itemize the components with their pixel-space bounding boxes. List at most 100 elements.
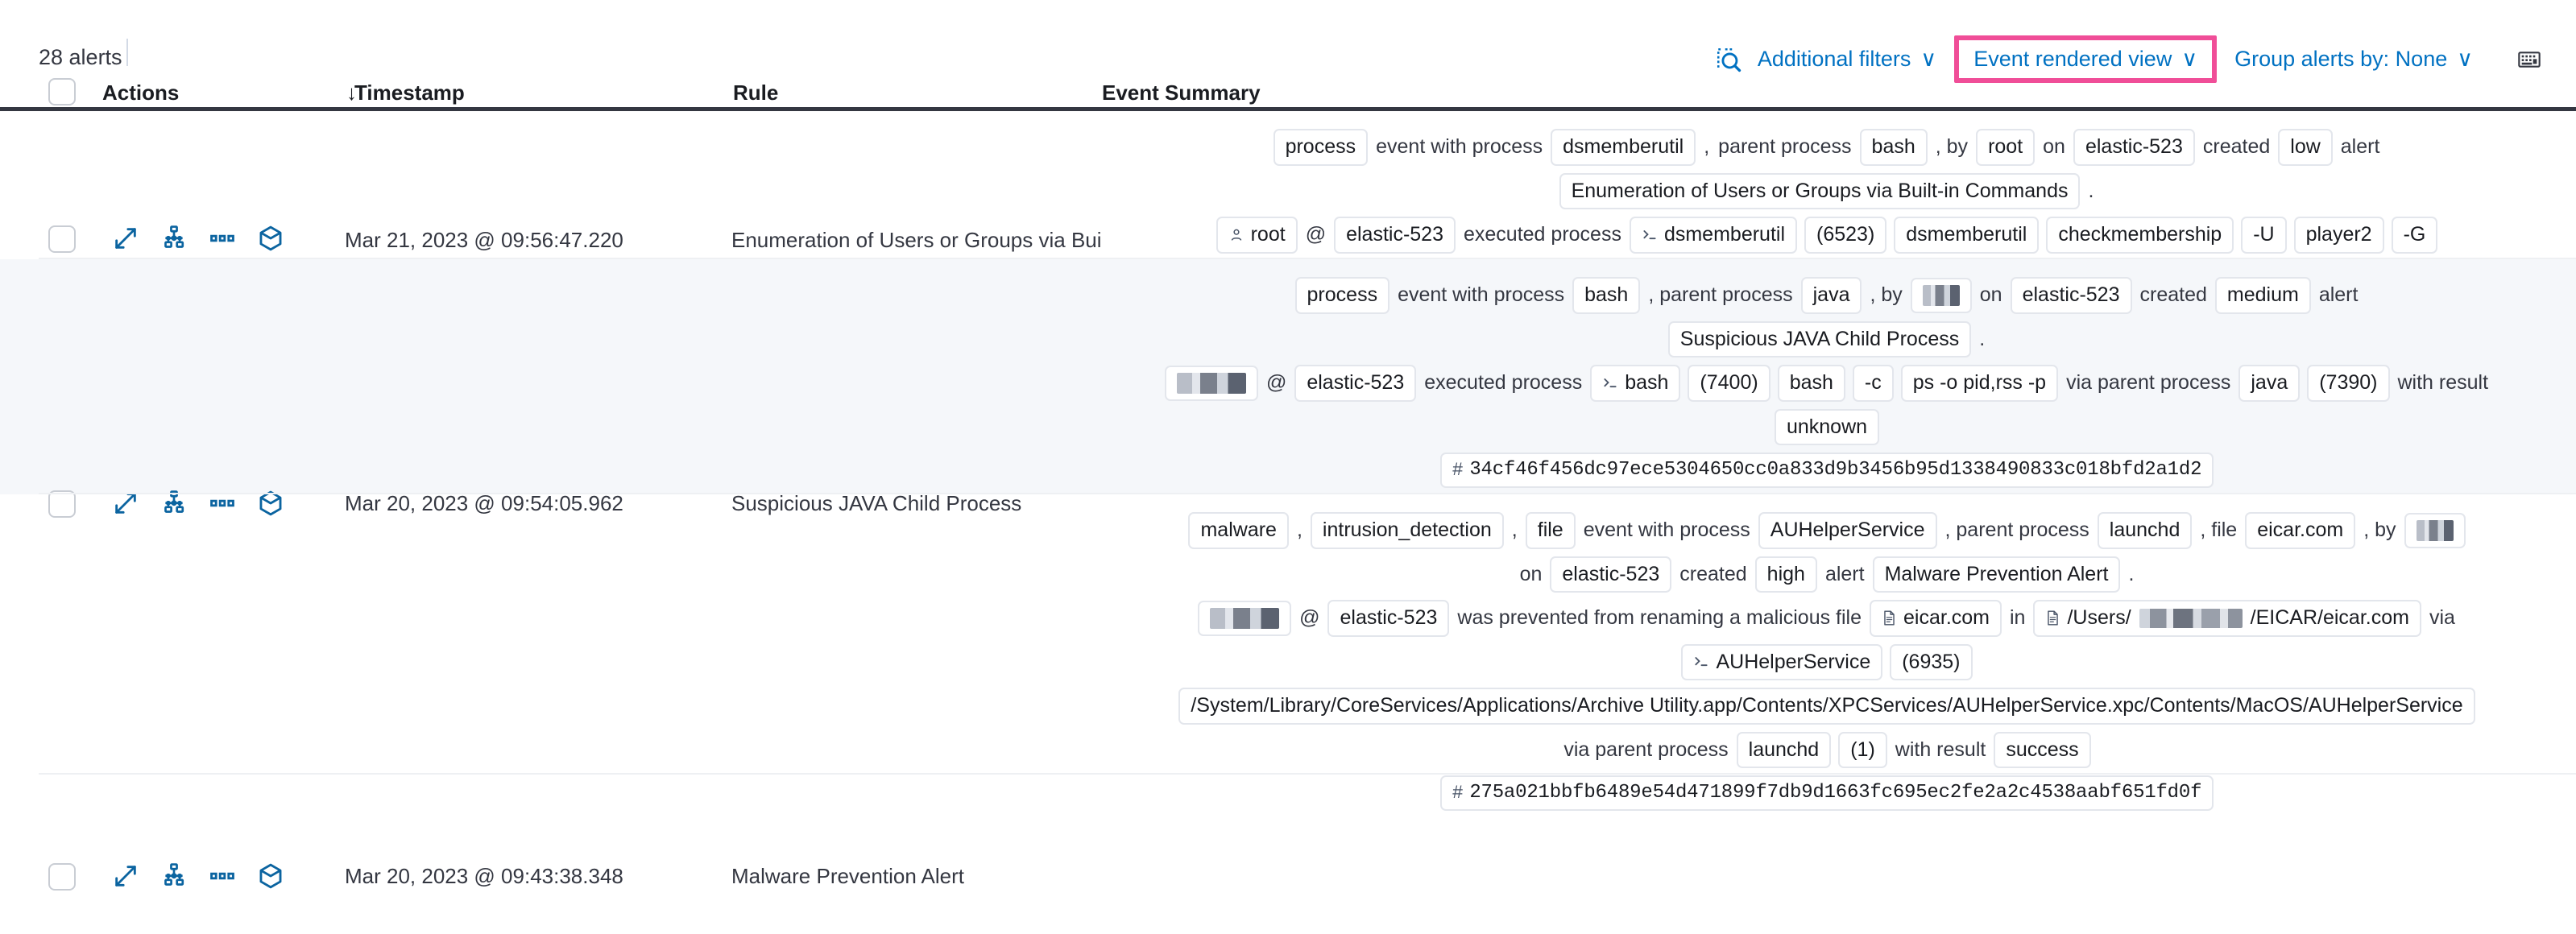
summary-chip[interactable]: player2 [2293, 217, 2384, 254]
redacted-value-chip[interactable] [1910, 277, 1972, 313]
summary-chip[interactable]: Suspicious JAVA Child Process [1667, 320, 1972, 357]
session-view-icon[interactable] [256, 489, 285, 518]
inspect-icon[interactable] [1713, 43, 1745, 76]
column-header-rule[interactable]: Rule [733, 81, 779, 105]
summary-chip[interactable]: unknown [1774, 408, 1880, 445]
chip-label: (1) [1850, 738, 1875, 761]
summary-chip[interactable]: (1) [1838, 731, 1887, 768]
summary-chip[interactable]: high [1754, 556, 1817, 593]
column-header-event-summary[interactable]: Event Summary [1102, 81, 1261, 105]
more-actions-icon[interactable] [208, 224, 237, 253]
summary-line: /System/Library/CoreServices/Application… [1087, 688, 2566, 725]
summary-chip[interactable]: -U [2241, 217, 2287, 254]
summary-chip[interactable]: low [2278, 129, 2333, 166]
summary-chip[interactable]: checkmembership [2046, 217, 2234, 254]
summary-chip[interactable]: root [1216, 217, 1298, 254]
chip-label-suffix: /EICAR/eicar.com [2250, 606, 2409, 629]
summary-chip[interactable]: launchd [2097, 512, 2193, 549]
summary-chip[interactable]: ps -o pid,rss -p [1900, 365, 2059, 402]
summary-chip[interactable]: dsmemberutil [1629, 217, 1798, 254]
more-actions-icon[interactable] [208, 489, 237, 518]
summary-chip[interactable]: -c [1852, 365, 1894, 402]
summary-chip[interactable]: elastic-523 [1334, 217, 1456, 254]
analyzer-icon[interactable] [159, 862, 188, 891]
cell-rule[interactable]: Suspicious JAVA Child Process [731, 491, 1022, 515]
cell-rule[interactable]: Malware Prevention Alert [731, 864, 965, 888]
summary-chip[interactable]: bash [1777, 365, 1845, 402]
chip-label: process [1307, 283, 1378, 306]
summary-chip[interactable]: malware [1188, 512, 1289, 549]
summary-chip[interactable]: (6523) [1804, 217, 1887, 254]
summary-chip[interactable]: (6935) [1890, 643, 1973, 680]
select-all-checkbox[interactable] [48, 78, 76, 105]
summary-chip[interactable]: medium [2214, 277, 2311, 314]
summary-chip[interactable]: /Users//EICAR/eicar.com [2033, 600, 2421, 637]
table-row[interactable]: Mar 21, 2023 @ 09:56:47.220 Enumeration o… [0, 111, 2576, 341]
sort-descending-icon[interactable]: ↓ [346, 81, 357, 105]
summary-chip[interactable]: (7400) [1688, 365, 1770, 402]
summary-chip[interactable]: success [1994, 731, 2091, 768]
redaction-block [1210, 607, 1280, 629]
summary-chip[interactable]: elastic-523 [1550, 556, 1672, 593]
expand-icon[interactable] [111, 862, 140, 891]
chip-label: -c [1864, 371, 1882, 394]
analyzer-icon[interactable] [159, 224, 188, 253]
summary-chip[interactable]: java [1800, 277, 1862, 314]
chip-label: root [1250, 223, 1286, 246]
cell-rule[interactable]: Enumeration of Users or Groups via Bui [731, 228, 1102, 252]
summary-chip[interactable]: elastic-523 [1327, 600, 1450, 637]
summary-chip[interactable]: launchd [1736, 731, 1832, 768]
summary-chip[interactable]: dsmemberutil [1894, 217, 2040, 254]
summary-chip[interactable]: java [2238, 365, 2301, 402]
row-select-checkbox[interactable] [48, 225, 76, 253]
row-select-checkbox[interactable] [48, 490, 76, 518]
summary-chip[interactable]: AUHelperService [1681, 643, 1883, 680]
summary-chip[interactable]: (7390) [2307, 365, 2390, 402]
summary-chip[interactable]: bash [1859, 129, 1928, 166]
summary-chip[interactable]: intrusion_detection [1310, 512, 1504, 549]
summary-chip[interactable]: AUHelperService [1758, 512, 1937, 549]
summary-chip[interactable]: process [1273, 129, 1369, 166]
summary-chip[interactable]: eicar.com [1870, 600, 2002, 637]
cell-timestamp: Mar 21, 2023 @ 09:56:47.220 [345, 228, 623, 252]
summary-chip[interactable]: bash [1590, 365, 1681, 402]
session-view-icon[interactable] [256, 862, 285, 891]
more-actions-icon[interactable] [208, 862, 237, 891]
summary-chip[interactable]: file [1525, 512, 1576, 549]
row-select-checkbox[interactable] [48, 863, 76, 891]
additional-filters-button[interactable]: Additional filters ∨ [1745, 42, 1949, 76]
summary-text: , parent process [1648, 283, 1793, 306]
event-rendered-view-button[interactable]: Event rendered view ∨ [1954, 35, 2218, 83]
column-header-timestamp[interactable]: Timestamp [354, 81, 465, 105]
chip-label: Malware Prevention Alert [1884, 562, 2109, 585]
redacted-value-chip[interactable] [1164, 365, 1258, 401]
summary-chip[interactable]: #34cf46f456dc97ece5304650cc0a833d9b3456b… [1439, 453, 2214, 489]
summary-chip[interactable]: elastic-523 [1294, 365, 1417, 402]
summary-text: created [2139, 283, 2207, 306]
summary-chip[interactable]: -G [2391, 217, 2438, 254]
summary-chip[interactable]: /System/Library/CoreServices/Application… [1178, 688, 2475, 725]
expand-icon[interactable] [111, 224, 140, 253]
analyzer-icon[interactable] [159, 489, 188, 518]
summary-chip[interactable]: root [1976, 129, 2036, 166]
chip-label: dsmemberutil [1563, 135, 1684, 158]
keyboard-icon[interactable] [2513, 43, 2545, 76]
summary-chip[interactable]: elastic-523 [2073, 129, 2195, 166]
session-view-icon[interactable] [256, 224, 285, 253]
summary-chip[interactable]: elastic-523 [2010, 277, 2132, 314]
summary-chip[interactable]: Malware Prevention Alert [1872, 556, 2121, 593]
column-header-actions: Actions [102, 81, 180, 105]
group-alerts-by-button[interactable]: Group alerts by: None ∨ [2222, 42, 2486, 76]
summary-chip[interactable]: process [1294, 277, 1390, 314]
summary-chip[interactable]: bash [1572, 277, 1641, 314]
summary-chip[interactable]: dsmemberutil [1551, 129, 1696, 166]
redacted-value-chip[interactable] [1198, 600, 1292, 636]
summary-chip[interactable]: eicar.com [2245, 512, 2356, 549]
summary-chip[interactable]: #275a021bbfb6489e54d471899f7db9d1663fc69… [1439, 775, 2214, 812]
redacted-value-chip[interactable] [2404, 512, 2466, 548]
summary-chip[interactable]: Enumeration of Users or Groups via Built… [1559, 172, 2081, 209]
chevron-down-icon: ∨ [2181, 47, 2198, 71]
